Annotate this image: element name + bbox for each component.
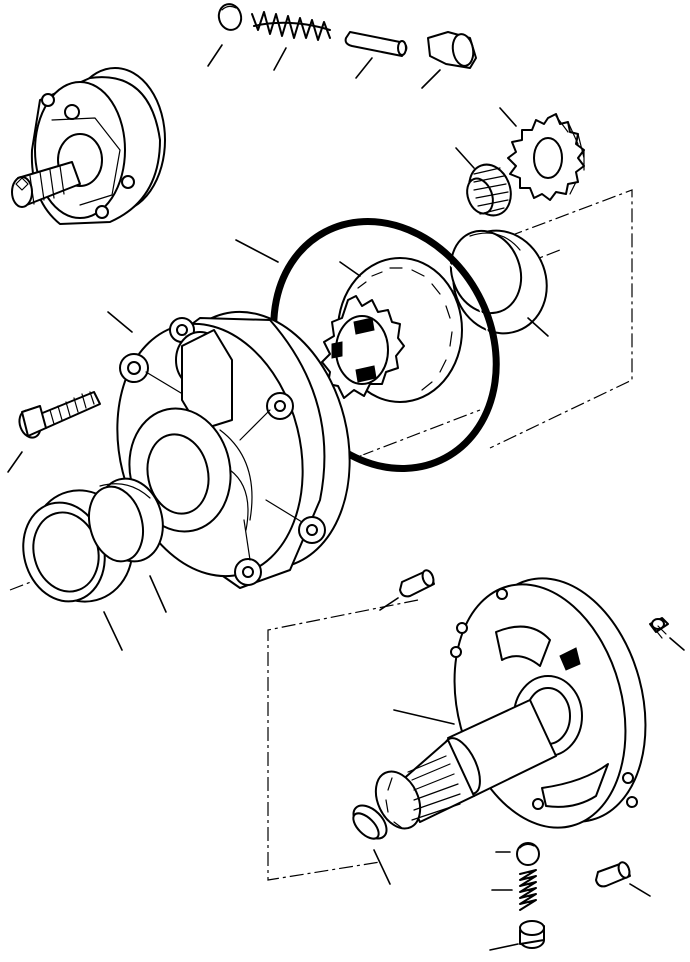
bolt-boss-3 — [266, 392, 294, 420]
sealing-ring-part — [352, 804, 391, 885]
stator-shaft-plate-part — [374, 577, 647, 830]
dowel-pin-lower-part — [379, 569, 435, 611]
drive-gear-part — [499, 107, 585, 201]
bolt-boss-1 — [119, 353, 149, 383]
bushing-part — [88, 477, 167, 613]
cap-screw-part — [7, 391, 101, 473]
internal-gear-part — [321, 257, 463, 403]
plug-lower-part — [489, 920, 545, 951]
needle-bearing-part — [455, 147, 512, 217]
bearing-cup-part — [449, 229, 549, 337]
set-screw-part — [649, 617, 685, 651]
bolt-boss-4 — [298, 516, 326, 544]
pump-assembly-reference-part — [11, 67, 166, 225]
spring-part — [251, 11, 331, 71]
ball-check-lower-part — [495, 842, 540, 866]
dash-outline-lower — [267, 599, 419, 881]
spring-lower-part — [491, 869, 537, 911]
dowel-pin-part — [344, 31, 408, 79]
pin-lower-right-part — [595, 861, 651, 897]
ball-check-part — [207, 3, 243, 67]
pump-body-part — [107, 310, 351, 589]
dash-outline-upper — [461, 189, 633, 449]
valve-plug-part — [421, 31, 477, 89]
bolt-boss-5 — [234, 558, 262, 586]
